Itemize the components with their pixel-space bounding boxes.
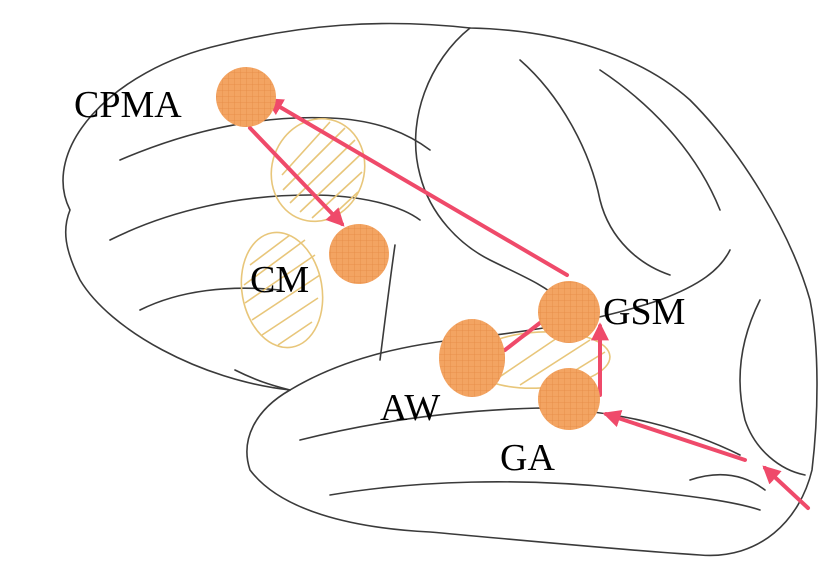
node-ga <box>538 368 600 430</box>
label-gsm: GSM <box>603 291 685 333</box>
sulcus-minor <box>234 369 291 391</box>
hatched-areas <box>240 117 611 390</box>
arrow-gsm-to-cpma <box>264 98 569 277</box>
hatched-area-frontal-upper <box>270 117 366 223</box>
sulcus-occipital <box>739 299 806 476</box>
label-cm: CM <box>250 259 309 301</box>
sulcus-frontal-3 <box>139 287 281 311</box>
sulcus-parietal-2 <box>599 69 721 211</box>
label-aw: AW <box>380 387 440 429</box>
node-gsm <box>538 281 600 343</box>
brain-contour <box>62 22 818 557</box>
sylvian-fissure <box>289 249 731 391</box>
node-cpma <box>216 67 276 127</box>
sulcus-temporal-2 <box>329 481 761 511</box>
sulcus-frontal-2 <box>109 194 421 241</box>
labels: CPMA CM GSM AW GA <box>74 84 685 479</box>
sulcus-parietal-1 <box>519 59 671 276</box>
sulcus-frontal-1 <box>119 116 431 161</box>
sulcus-temporal-3 <box>689 474 766 491</box>
sulcus-vertical <box>379 244 396 361</box>
node-cm <box>329 224 389 284</box>
arrows <box>248 98 810 510</box>
arrow-input-tail <box>762 465 810 510</box>
label-ga: GA <box>500 437 555 479</box>
nodes <box>216 67 600 430</box>
brain-outline <box>62 22 818 557</box>
node-aw <box>439 319 505 397</box>
arrow-cpma-to-cm <box>248 126 345 227</box>
hatched-area-frontal-lower <box>240 231 324 349</box>
central-sulcus <box>414 27 561 301</box>
label-cpma: CPMA <box>74 84 182 126</box>
arrow-input-to-ga <box>602 409 747 462</box>
